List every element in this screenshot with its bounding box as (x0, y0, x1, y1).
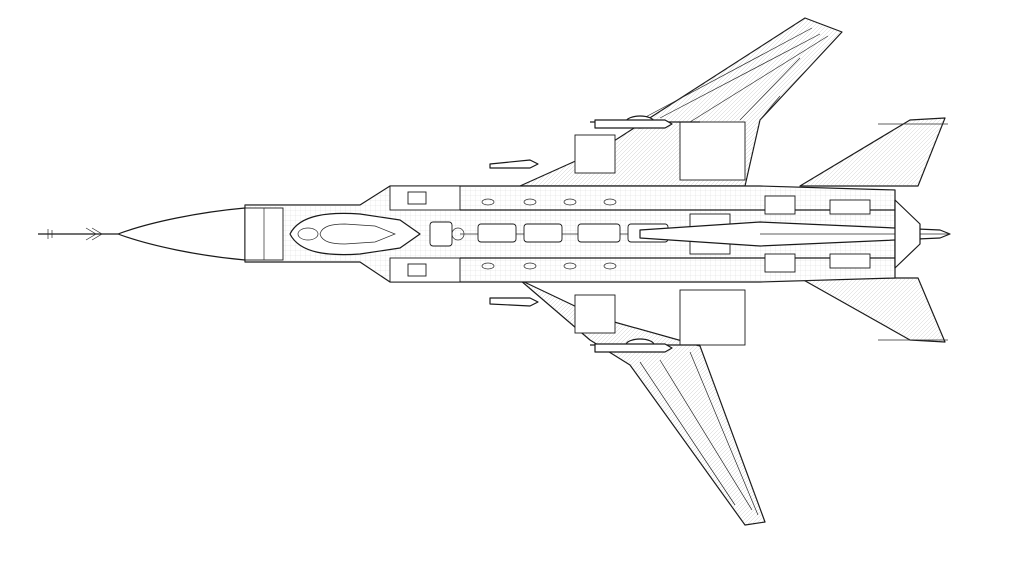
lower-stabilizer (799, 277, 948, 343)
upper-wing (519, 17, 843, 187)
wing-stores (489, 119, 673, 353)
pitot-probe (38, 227, 118, 241)
lower-wing (519, 279, 766, 526)
fuselage (117, 185, 951, 283)
upper-stabilizer (799, 117, 948, 187)
